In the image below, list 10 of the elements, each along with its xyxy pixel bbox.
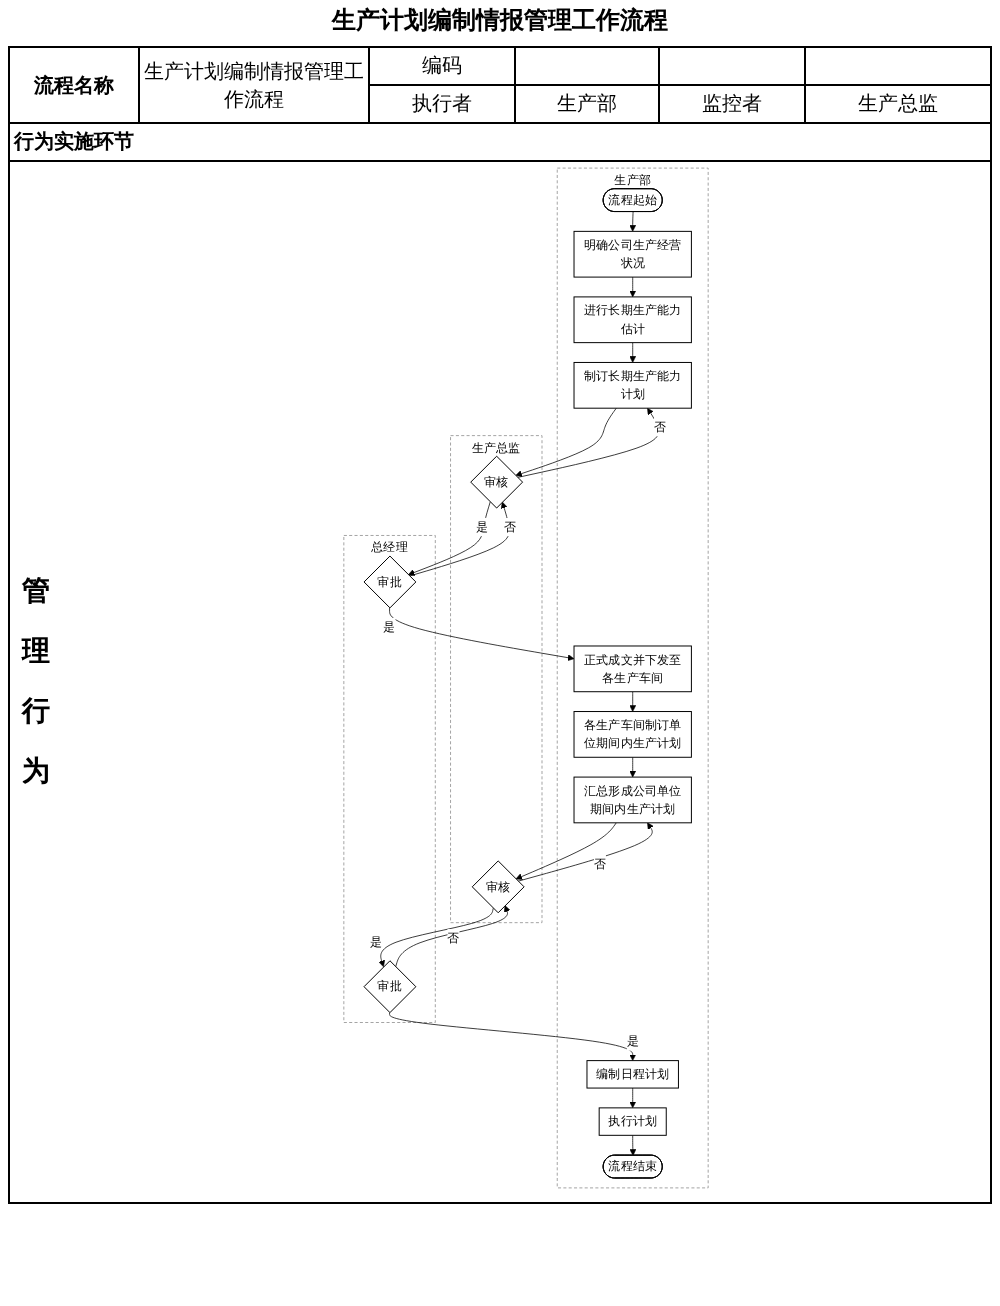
side-label: 管理行为 [22, 574, 50, 792]
header-cell: 编码 [369, 47, 515, 85]
header-cell: 执行者 [369, 85, 515, 123]
table-cell: 生产总监 [804, 85, 991, 123]
table-cell: 生产部 [514, 85, 660, 123]
header-cell: 流程名称 [9, 47, 139, 123]
title: 生产计划编制情报管理工作流程 [329, 4, 670, 38]
table-cell: 生产计划编制情报管理工作流程 [139, 47, 369, 123]
header-cell: 监控者 [659, 85, 805, 123]
header-cell: 行为实施环节 [9, 123, 991, 161]
